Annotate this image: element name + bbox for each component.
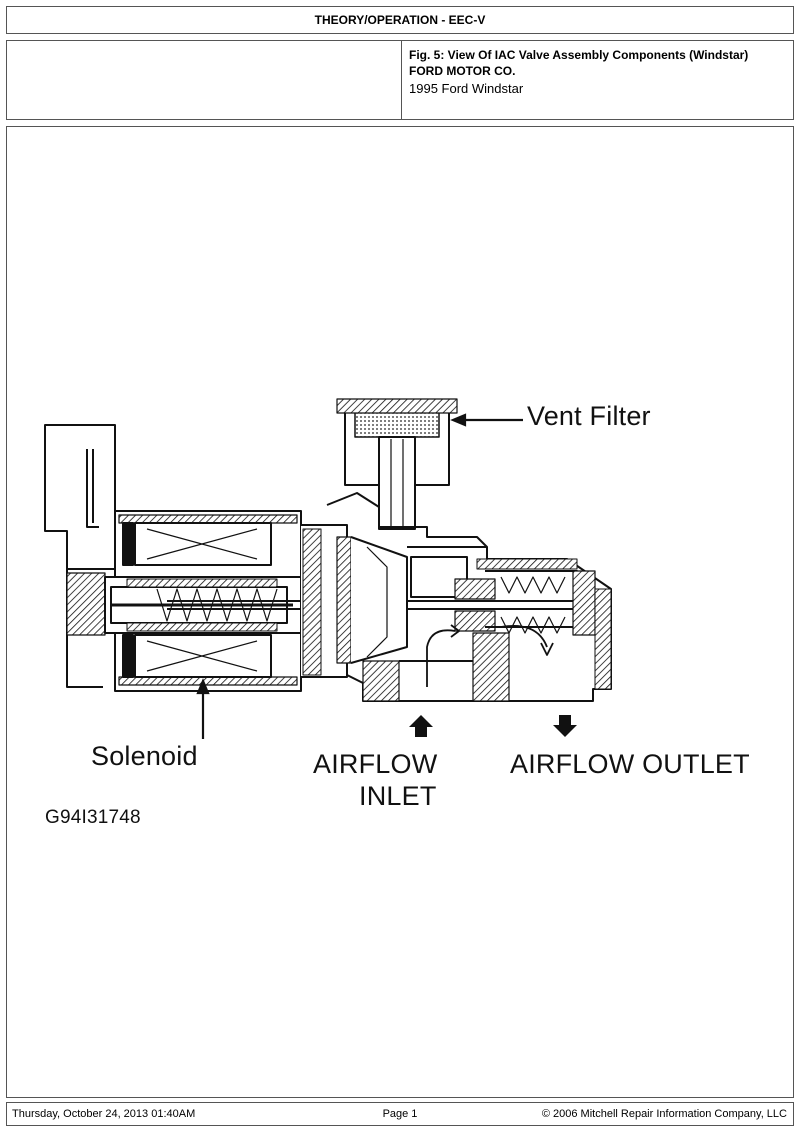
valve-body — [301, 524, 612, 702]
manufacturer: FORD MOTOR CO. — [409, 64, 516, 78]
section-title: THEORY/OPERATION - EEC-V — [314, 13, 486, 27]
print-date: Thursday, October 24, 2013 01:40AM — [12, 1108, 196, 1120]
vehicle: 1995 Ford Windstar — [409, 81, 524, 96]
solenoid-arrowhead — [196, 678, 210, 695]
iac-valve-diagram — [44, 398, 612, 739]
solenoid-label: Solenoid — [91, 741, 198, 771]
figure-caption-box: Fig. 5: View Of IAC Valve Assembly Compo… — [6, 40, 794, 120]
caption-text: Fig. 5: View Of IAC Valve Assembly Compo… — [409, 47, 789, 97]
vent-filter-arrowhead — [450, 413, 467, 427]
caption-divider — [401, 41, 402, 119]
vent-filter-assembly — [326, 398, 488, 548]
figure-code: G94I31748 — [45, 807, 141, 828]
airflow-outlet-label: AIRFLOW OUTLET — [510, 749, 750, 779]
internal-flow-arrows — [426, 624, 554, 687]
outlet-arrow-down-icon — [553, 715, 577, 737]
connector — [44, 424, 120, 688]
figure-title: Fig. 5: View Of IAC Valve Assembly Compo… — [409, 48, 749, 62]
copyright: © 2006 Mitchell Repair Information Compa… — [541, 1108, 787, 1120]
airflow-inlet-label-line1: AIRFLOW — [313, 749, 438, 779]
vent-filter-label: Vent Filter — [527, 401, 651, 431]
airflow-inlet-label-line2: INLET — [359, 781, 437, 811]
header-bar: THEORY/OPERATION - EEC-V — [6, 6, 794, 34]
figure-box: Vent Filter Solenoid AIRFLOW INLET AIRFL… — [6, 126, 794, 1098]
inlet-arrow-up-icon — [409, 715, 433, 737]
footer-bar: Thursday, October 24, 2013 01:40AM Page … — [6, 1102, 794, 1126]
page-number: Page 1 — [382, 1108, 418, 1120]
plunger-assembly — [66, 572, 302, 636]
